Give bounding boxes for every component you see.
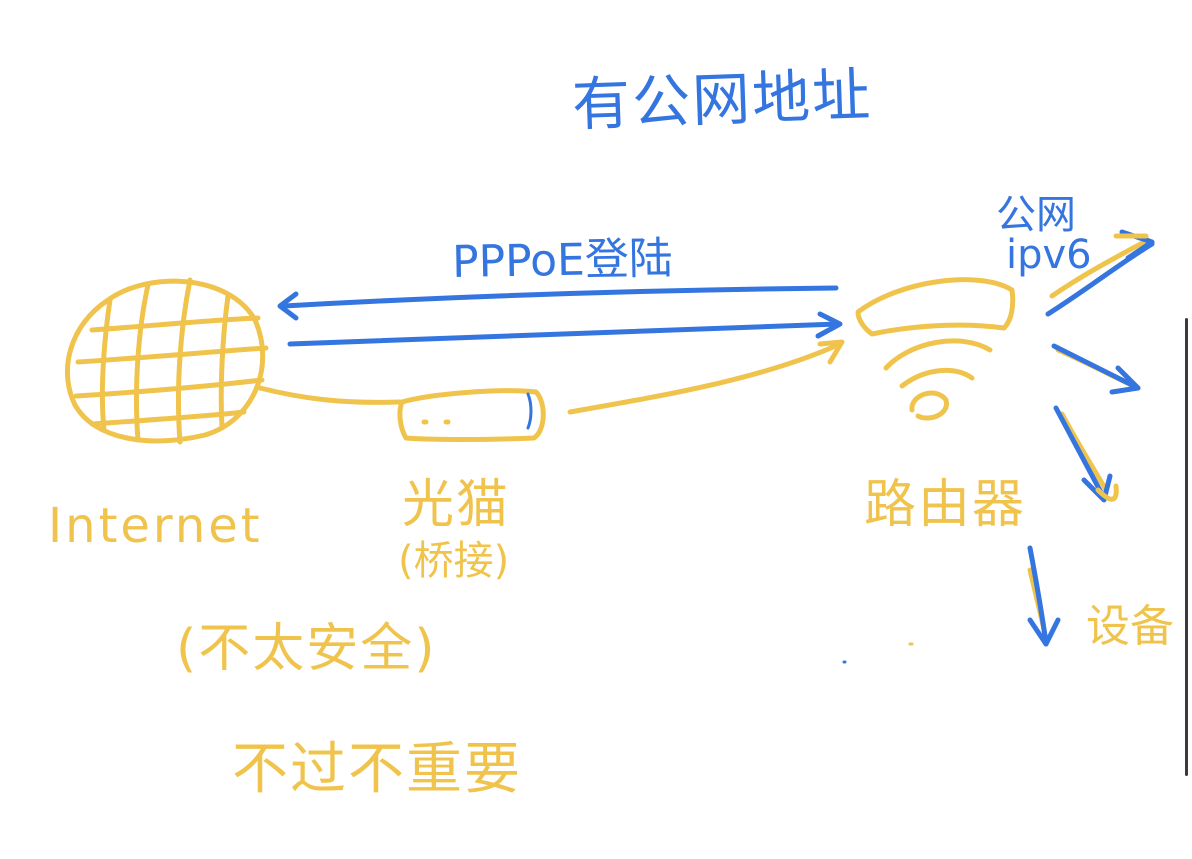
router-to-device-arrow-3 <box>1027 545 1061 647</box>
router-to-ipv6-arrow <box>1045 229 1155 317</box>
modem-router-link <box>567 341 843 415</box>
router-label: 路由器 <box>864 475 1027 535</box>
pppoe-arrow-to-router <box>287 311 843 347</box>
internet-label: Internet <box>48 498 263 554</box>
bridge-mode-label: (桥接) <box>398 538 510 584</box>
security-note-label: (不太安全) <box>176 619 437 679</box>
modem-icon <box>397 388 546 442</box>
globe-modem-link <box>257 385 403 405</box>
device-label: 设备 <box>1086 601 1174 652</box>
pppoe-arrow-to-internet <box>277 285 839 321</box>
optical-modem-label: 光猫 <box>402 475 511 535</box>
wifi-router-icon <box>855 277 1016 421</box>
scrollbar[interactable] <box>1185 318 1188 776</box>
diagram-title: 有公网地址 <box>570 60 874 139</box>
public-network-label: 公网 <box>996 192 1076 238</box>
router-to-device-arrow-2 <box>1053 405 1119 503</box>
router-to-device-arrow-1 <box>1051 343 1141 395</box>
globe-icon <box>65 277 269 445</box>
ipv6-label: ipv6 <box>1006 232 1092 278</box>
pppoe-login-label: PPPoE登陆 <box>451 233 674 288</box>
importance-note-label: 不过不重要 <box>232 737 522 802</box>
